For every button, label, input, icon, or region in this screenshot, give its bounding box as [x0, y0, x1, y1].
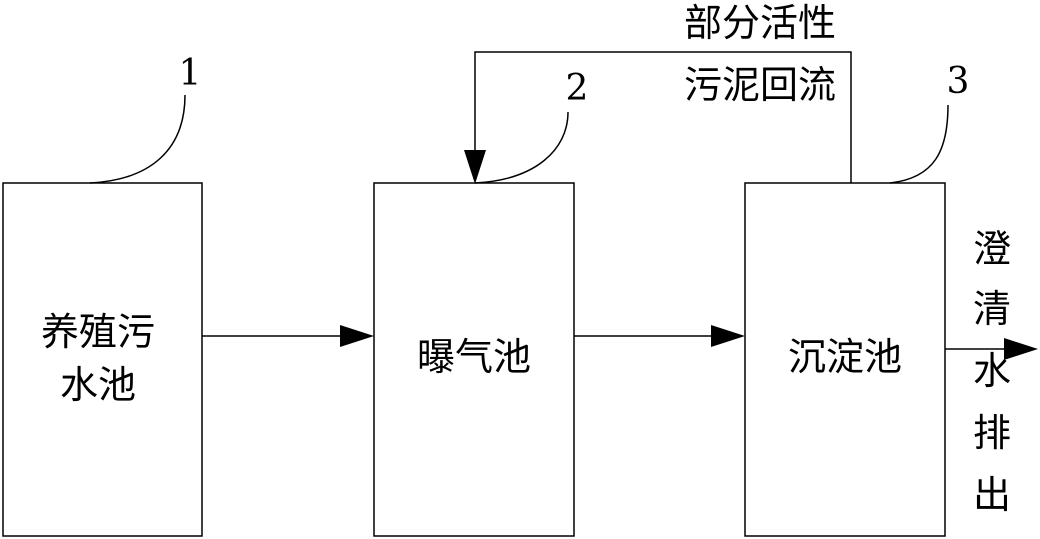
outlet-label-char-4: 排	[973, 411, 1011, 455]
tank2-number: 2	[566, 68, 589, 109]
recycle-line	[474, 51, 852, 183]
tank1-label-line2: 水池	[60, 363, 136, 407]
tank2-leader	[474, 111, 569, 184]
tank1-leader	[89, 94, 186, 184]
tank2-label: 曝气池	[417, 335, 531, 379]
flow-arrowhead-2-3	[711, 325, 745, 347]
outlet-label-char-3: 水	[973, 349, 1011, 393]
recycle-label-line1: 部分活性	[684, 1, 836, 45]
tank1-box	[2, 182, 203, 537]
recycle-label-line2: 污泥回流	[684, 63, 836, 107]
tank3-leader	[889, 104, 949, 184]
outlet-label-char-1: 澄	[973, 227, 1011, 271]
outlet-label-char-5: 出	[973, 473, 1011, 517]
tank3-label: 沉淀池	[788, 335, 902, 379]
outlet-label-char-2: 清	[973, 287, 1011, 331]
outlet-arrowhead	[1004, 338, 1038, 360]
tank3-number: 3	[947, 61, 970, 102]
tank1-number: 1	[179, 53, 202, 94]
recycle-arrowhead	[464, 150, 486, 184]
flow-arrowhead-1-2	[340, 325, 374, 347]
tank3-box	[744, 182, 946, 537]
tank2-box	[373, 182, 575, 537]
tank1-label-line1: 养殖污	[41, 310, 155, 354]
